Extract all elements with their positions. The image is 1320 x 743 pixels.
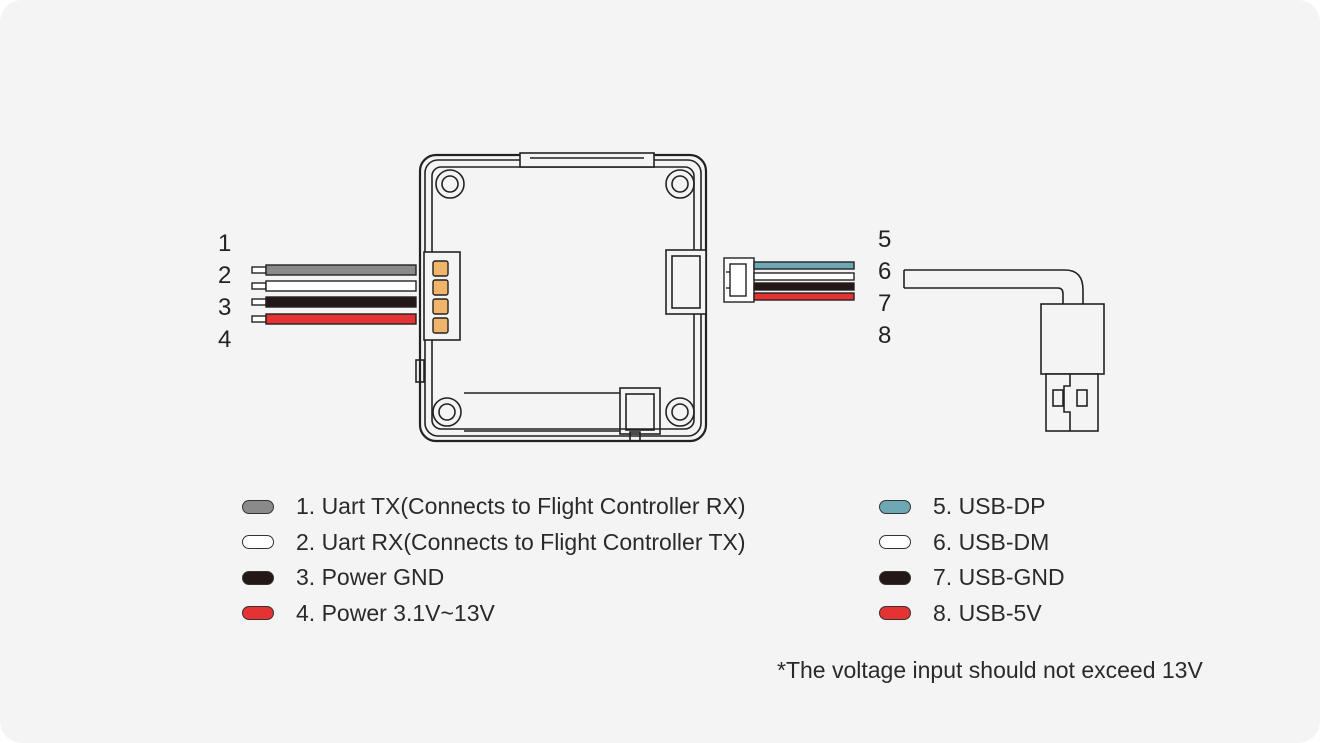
mounting-hole-top-right — [665, 169, 695, 199]
legend-label: 5. USB-DP — [933, 493, 1046, 520]
swatch-usb-gnd — [879, 570, 911, 585]
pin-number-1: 1 — [218, 230, 232, 257]
legend-item: 8. USB-5V — [879, 596, 1065, 632]
legend-item: 2. Uart RX(Connects to Flight Controller… — [242, 525, 746, 561]
module-board — [415, 152, 708, 443]
legend-item: 4. Power 3.1V~13V — [242, 596, 746, 632]
wire-uart-rx — [265, 280, 417, 292]
legend-label: 7. USB-GND — [933, 564, 1065, 591]
legend-item: 7. USB-GND — [879, 560, 1065, 596]
legend-item: 5. USB-DP — [879, 489, 1065, 525]
left-wires — [251, 264, 417, 325]
usb-plug — [903, 269, 1105, 432]
legend-label: 6. USB-DM — [933, 528, 1050, 555]
wire-uart-tx — [265, 264, 417, 276]
pin-number-6: 6 — [878, 258, 892, 285]
legend-left: 1. Uart TX(Connects to Flight Controller… — [242, 489, 746, 631]
swatch-usb-dm — [879, 535, 911, 550]
solder-pads — [432, 260, 449, 334]
swatch-power-in — [242, 606, 274, 621]
mounting-hole-bottom-right — [665, 397, 695, 427]
voltage-note: *The voltage input should not exceed 13V — [777, 657, 1203, 683]
swatch-power-gnd — [242, 570, 274, 585]
pin-number-8: 8 — [878, 322, 892, 349]
usb-connector-cable — [723, 257, 855, 303]
legend-label: 8. USB-5V — [933, 599, 1042, 626]
legend-label: 2. Uart RX(Connects to Flight Controller… — [296, 528, 746, 555]
swatch-uart-tx — [242, 499, 274, 514]
wire-usb-gnd — [753, 282, 855, 291]
legend-item: 1. Uart TX(Connects to Flight Controller… — [242, 489, 746, 525]
wire-usb-dm — [753, 272, 855, 281]
wire-usb-5v — [753, 292, 855, 301]
swatch-usb-5v — [879, 606, 911, 621]
swatch-usb-dp — [879, 499, 911, 514]
mounting-hole-top-left — [435, 169, 465, 199]
legend-item: 6. USB-DM — [879, 525, 1065, 561]
pin-number-2: 2 — [218, 262, 232, 289]
wire-usb-dp — [753, 261, 855, 270]
legend-right: 5. USB-DP 6. USB-DM 7. USB-GND 8. USB-5V — [879, 489, 1065, 631]
pin-number-7: 7 — [878, 290, 892, 317]
pin-number-5: 5 — [878, 226, 892, 253]
legend-label: 1. Uart TX(Connects to Flight Controller… — [296, 493, 746, 520]
pin-number-4: 4 — [218, 326, 232, 353]
legend-item: 3. Power GND — [242, 560, 746, 596]
wire-power-in — [265, 313, 417, 325]
legend-label: 3. Power GND — [296, 564, 445, 591]
mounting-hole-bottom-left — [432, 397, 462, 427]
legend-label: 4. Power 3.1V~13V — [296, 599, 495, 626]
swatch-uart-rx — [242, 535, 274, 550]
wire-power-gnd — [265, 296, 417, 308]
pin-number-3: 3 — [218, 294, 232, 321]
